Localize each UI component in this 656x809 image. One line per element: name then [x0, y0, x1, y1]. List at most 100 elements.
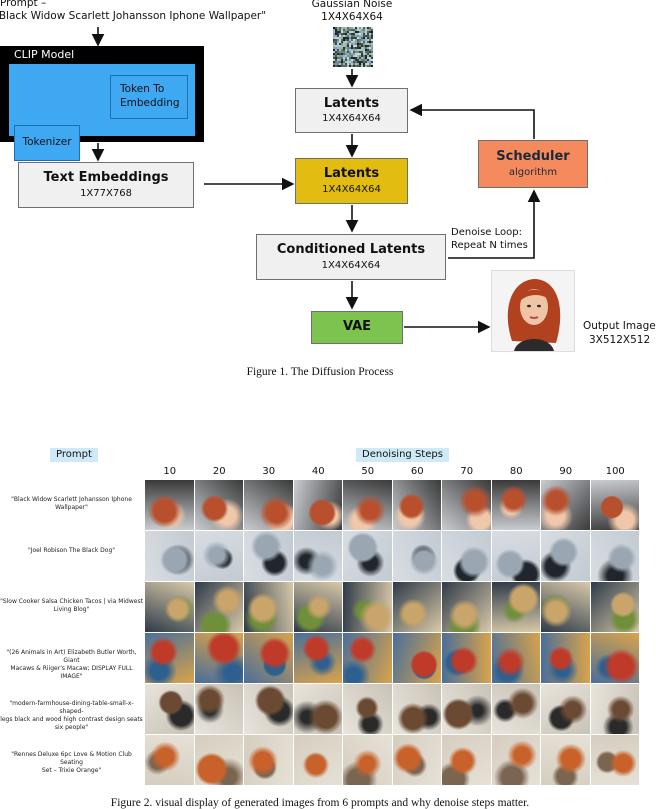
step-tick: 10	[163, 466, 177, 477]
text-embeddings-dims: 1X77X768	[80, 187, 132, 199]
conditioned-latents-box: Conditioned Latents 1X4X64X64	[256, 234, 446, 280]
text-embeddings-box: Text Embeddings 1X77X768	[18, 162, 194, 208]
prompt-text: Prompt – "Black Widow Scarlett Johansson…	[0, 0, 300, 23]
tokenizer-box: Tokenizer	[14, 125, 80, 161]
generated-image-cell	[194, 582, 244, 632]
generated-image-cell	[194, 480, 244, 530]
generated-image-cell	[590, 582, 640, 632]
generated-image-cell	[491, 633, 541, 683]
generated-image-cell	[541, 582, 591, 632]
generated-image-cell	[442, 684, 492, 734]
generated-image-cell	[145, 531, 195, 581]
generated-image-cell	[541, 735, 591, 785]
generated-image-cell	[541, 633, 591, 683]
prompt-column-header: Prompt	[50, 448, 98, 462]
token-to-embedding-label: Token To Embedding	[120, 83, 180, 109]
latents-mid-title: Latents	[323, 166, 380, 182]
generated-image-cell	[343, 582, 393, 632]
vae-box: VAE	[311, 311, 403, 344]
generated-image-cell	[590, 684, 640, 734]
generated-image-cell	[343, 633, 393, 683]
prompt-label: "modern-farmhouse-dining-table-small-x-s…	[0, 699, 143, 731]
generated-image-cell	[491, 582, 541, 632]
generated-image-cell	[293, 684, 343, 734]
step-tick: 50	[361, 466, 375, 477]
output-dims-line: 3X512X512	[589, 333, 651, 346]
generated-image-cell	[442, 633, 492, 683]
prompt-label: "Rennes Deluxe 6pc Love & Motion Club Se…	[11, 750, 132, 774]
diagram-connectors	[82, 27, 541, 334]
generated-image-cell	[293, 735, 343, 785]
prompt-line-2: "Black Widow Scarlett Johansson Iphone W…	[0, 10, 267, 23]
generated-image-cell	[343, 480, 393, 530]
figure1-caption: Figure 1. The Diffusion Process	[246, 366, 394, 378]
figure2-caption: Figure 2. visual display of generated im…	[110, 797, 530, 809]
generated-image-cell	[541, 684, 591, 734]
clip-model-title: CLIP Model	[14, 48, 75, 61]
prompt-label: "(26 Animals in Art) Elizabeth Butler Wo…	[6, 648, 137, 680]
generated-image-cell	[244, 531, 294, 581]
generated-image-cell	[590, 531, 640, 581]
generated-image-cell	[145, 633, 195, 683]
vae-label: VAE	[342, 319, 372, 335]
generated-image-cell	[442, 480, 492, 530]
gaussian-noise-label: Gaussian Noise 1X4X64X64	[300, 0, 404, 24]
prompt-line-1: Prompt –	[0, 0, 47, 9]
generated-image-cell	[244, 582, 294, 632]
generated-image-cell	[442, 582, 492, 632]
output-image	[491, 270, 575, 352]
generated-image-cell	[590, 735, 640, 785]
generated-image-cell	[244, 684, 294, 734]
text-embeddings-title: Text Embeddings	[43, 170, 169, 186]
scheduler-box: Scheduler algorithm	[478, 140, 588, 188]
token-to-embedding-box: Token To Embedding	[110, 75, 188, 119]
step-tick: 90	[559, 466, 573, 477]
generated-image-cell	[244, 633, 294, 683]
generated-image-cell	[293, 480, 343, 530]
denoise-loop-label: Denoise Loop: Repeat N times	[451, 226, 528, 252]
generated-image-cell	[392, 582, 442, 632]
generated-image-cell	[293, 633, 343, 683]
tokenizer-label: Tokenizer	[22, 136, 72, 149]
noise-title: Gaussian Noise	[311, 0, 393, 10]
clip-model-box: CLIP Model Tokenizer Token To Embedding	[0, 46, 204, 161]
generated-image-cell	[541, 531, 591, 581]
denoise-loop-line: Denoise Loop:	[451, 227, 522, 238]
generated-image-cell	[442, 531, 492, 581]
generated-image-cell	[392, 735, 442, 785]
step-tick: 70	[460, 466, 474, 477]
step-tick: 30	[262, 466, 276, 477]
generated-image-cell	[392, 480, 442, 530]
generated-image-cell	[491, 684, 541, 734]
scheduler-subtitle: algorithm	[508, 166, 558, 178]
generated-images-grid	[145, 480, 640, 786]
generated-image-cell	[194, 531, 244, 581]
generated-image-cell	[293, 582, 343, 632]
repeat-line: Repeat N times	[451, 240, 528, 251]
latents-top-dims: 1X4X64X64	[322, 113, 381, 125]
generated-image-cell	[244, 735, 294, 785]
conditioned-latents-title: Conditioned Latents	[276, 242, 426, 258]
noise-dims: 1X4X64X64	[321, 11, 383, 24]
generated-image-cell	[590, 633, 640, 683]
scheduler-title: Scheduler	[496, 149, 570, 165]
generated-image-cell	[392, 633, 442, 683]
output-portrait-illustration	[492, 271, 574, 351]
latents-top-box: Latents 1X4X64X64	[295, 88, 408, 133]
generated-image-cell	[145, 735, 195, 785]
latents-mid-dims: 1X4X64X64	[322, 183, 381, 195]
step-tick: 80	[509, 466, 523, 477]
generated-image-cell	[442, 735, 492, 785]
generated-image-cell	[343, 684, 393, 734]
generated-image-cell	[491, 735, 541, 785]
denoising-steps-header: Denoising Steps	[356, 448, 449, 462]
prompt-label: "Joel Robison The Black Dog"	[27, 546, 116, 554]
gaussian-noise-image	[333, 27, 373, 67]
step-tick: 20	[212, 466, 226, 477]
generated-image-cell	[145, 582, 195, 632]
latents-top-title: Latents	[323, 95, 380, 111]
conditioned-latents-dims: 1X4X64X64	[321, 259, 381, 271]
generated-image-cell	[491, 480, 541, 530]
output-image-label: Output Image 3X512X512	[583, 320, 656, 347]
generated-image-cell	[194, 735, 244, 785]
